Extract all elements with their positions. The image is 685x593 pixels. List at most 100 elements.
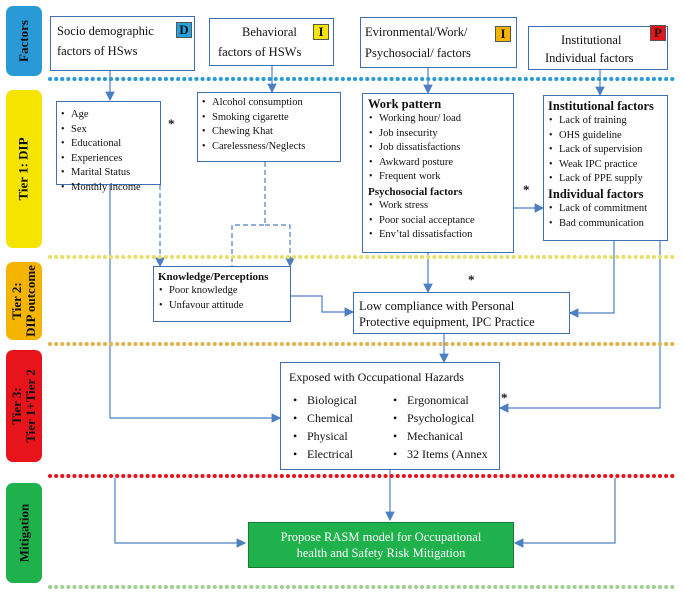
arrow-demographics-to-hazards [109, 185, 282, 423]
sidebar-tier1: Tier 1: DIP [6, 90, 42, 248]
work-pattern-item: Frequent work [368, 170, 513, 185]
factor-behavioral: Behavioral factors of HSWs I [209, 18, 334, 66]
factor-inst-line2: Individual factors [545, 51, 634, 65]
demographic-item: Marital Status [60, 166, 160, 181]
star-tier2: * [468, 272, 475, 287]
work-pattern-item: Job insecurity [368, 127, 513, 142]
demographic-item: Experiences [60, 152, 160, 167]
badge-behavioral: I [313, 24, 329, 40]
sidebar-tier2-label-2: DIP outcome [23, 265, 39, 337]
star-tier3: * [501, 390, 508, 405]
arrow-left-to-mitigation [114, 478, 247, 548]
psychosocial-list: Work stressPoor social acceptanceEnv’tal… [368, 199, 513, 243]
factor-institutional: Institutional Individual factors P [528, 25, 668, 70]
sidebar-tier2-label-1: Tier 2: [9, 282, 25, 320]
sidebar-tier3-label-2: Tier 1+Tier 2 [23, 369, 38, 443]
arrow-right-to-mitigation [513, 478, 616, 548]
factor-inst-line1: Institutional [561, 33, 622, 47]
behavior-item: Alcohol consumption [201, 96, 340, 111]
factor-behavioral-line1: Behavioral [242, 25, 297, 39]
work-pattern-item: Awkward posture [368, 156, 513, 171]
hazards-left-list: BiologicalChemicalPhysicalElectrical [289, 391, 389, 463]
hazard-item: Mechanical [389, 427, 488, 445]
sidebar-mitigation: Mitigation [6, 483, 42, 583]
sidebar-mitigation-label: Mitigation [16, 503, 31, 563]
hazard-item: Biological [289, 391, 389, 409]
work-psychosocial-box: Work pattern Working hour/ loadJob insec… [362, 93, 514, 253]
factor-environmental: Evironmental/Work/ Psychosocial/ factors… [360, 17, 517, 68]
factor-socio-line1: Socio demographic [57, 24, 154, 38]
badge-environmental: I [495, 26, 511, 42]
behavior-item: Chewing Khat [201, 125, 340, 140]
behaviors-box: Alcohol consumptionSmoking cigaretteChew… [197, 92, 341, 162]
hazard-item: Chemical [289, 409, 389, 427]
knowledge-item: Unfavour attitude [158, 299, 290, 314]
mitigation-line1: Propose RASM model for Occupational [280, 530, 482, 544]
work-pattern-list: Working hour/ loadJob insecurityJob diss… [368, 112, 513, 185]
work-pattern-item: Job dissatisfactions [368, 141, 513, 156]
hazard-item: 32 Items (Annex [389, 445, 488, 463]
behaviors-list: Alcohol consumptionSmoking cigaretteChew… [201, 96, 340, 154]
sidebar-tier2: Tier 2: DIP outcome [6, 262, 42, 340]
knowledge-title: Knowledge/Perceptions [158, 271, 269, 283]
institutional-individual-box: Institutional factors Lack of trainingOH… [543, 95, 668, 241]
hazard-item: Ergonomical [389, 391, 488, 409]
institutional-title: Institutional factors [548, 99, 654, 113]
demographics-box: AgeSexEducationalExperiencesMarital Stat… [56, 101, 161, 195]
arrow-knowledge-to-compliance [291, 295, 355, 317]
sidebar-factors-label: Factors [16, 20, 31, 62]
institutional-item: Lack of training [548, 114, 667, 129]
demographic-item: Sex [60, 123, 160, 138]
hazard-item: Electrical [289, 445, 389, 463]
institutional-item: Lack of PPE supply [548, 172, 667, 187]
compliance-line2: Protective equipment, IPC Practice [359, 315, 535, 329]
psychosocial-item: Work stress [368, 199, 513, 214]
hazards-title: Exposed with Occupational Hazards [289, 370, 464, 384]
institutional-item: Lack of supervision [548, 143, 667, 158]
institutional-item: Weak IPC practice [548, 158, 667, 173]
psychosocial-item: Poor social acceptance [368, 214, 513, 229]
demographic-item: Age [60, 108, 160, 123]
demographics-list: AgeSexEducationalExperiencesMarital Stat… [60, 108, 160, 196]
compliance-line1: Low compliance with Personal [359, 299, 515, 313]
sidebar-tier3: Tier 3: Tier 1+Tier 2 [6, 350, 42, 462]
behavior-item: Smoking cigarette [201, 111, 340, 126]
hazard-item: Psychological [389, 409, 488, 427]
individual-item: Lack of commitment [548, 202, 667, 217]
work-pattern-title: Work pattern [368, 97, 442, 111]
factor-env-line1: Evironmental/Work/ [365, 25, 468, 39]
badge-socio: D [176, 22, 192, 38]
demographic-item: Educational [60, 137, 160, 152]
arrow-inst-to-hazards [498, 241, 661, 413]
sidebar-tier1-label: Tier 1: DIP [16, 137, 32, 201]
mitigation-box: Propose RASM model for Occupational heal… [248, 522, 514, 568]
hazards-box: Exposed with Occupational Hazards Biolog… [280, 362, 500, 470]
star-tier1-bidirectional: * [523, 182, 530, 197]
compliance-box: Low compliance with Personal Protective … [353, 292, 570, 334]
arrow-inst-to-compliance [568, 241, 615, 318]
sidebar-factors: Factors [6, 6, 42, 76]
institutional-item: OHS guideline [548, 129, 667, 144]
demographic-item: Monthly income [60, 181, 160, 196]
factor-behavioral-line2: factors of HSWs [218, 45, 302, 59]
star-tier1-left: * [168, 116, 175, 131]
knowledge-box: Knowledge/Perceptions Poor knowledgeUnfa… [153, 266, 291, 322]
hazards-right-list: ErgonomicalPsychologicalMechanical32 Ite… [389, 391, 488, 463]
factor-socio: Socio demographic factors of HSws D [50, 16, 195, 71]
hazard-item: Physical [289, 427, 389, 445]
psychosocial-item: Env’tal dissatisfaction [368, 228, 513, 243]
mitigation-line2: health and Safety Risk Mitigation [296, 546, 466, 560]
dashed-behaviors-to-knowledge [231, 162, 266, 266]
individual-list: Lack of commitmentBad communication [548, 202, 667, 231]
badge-institutional: P [650, 25, 666, 41]
individual-item: Bad communication [548, 217, 667, 232]
psychosocial-title: Psychosocial factors [368, 185, 463, 198]
work-pattern-item: Working hour/ load [368, 112, 513, 127]
knowledge-item: Poor knowledge [158, 284, 290, 299]
institutional-list: Lack of trainingOHS guidelineLack of sup… [548, 114, 667, 187]
factor-env-line2: Psychosocial/ factors [365, 46, 471, 60]
behavior-item: Carelessness/Neglects [201, 140, 340, 155]
individual-title: Individual factors [548, 186, 644, 201]
knowledge-list: Poor knowledgeUnfavour attitude [158, 284, 290, 313]
